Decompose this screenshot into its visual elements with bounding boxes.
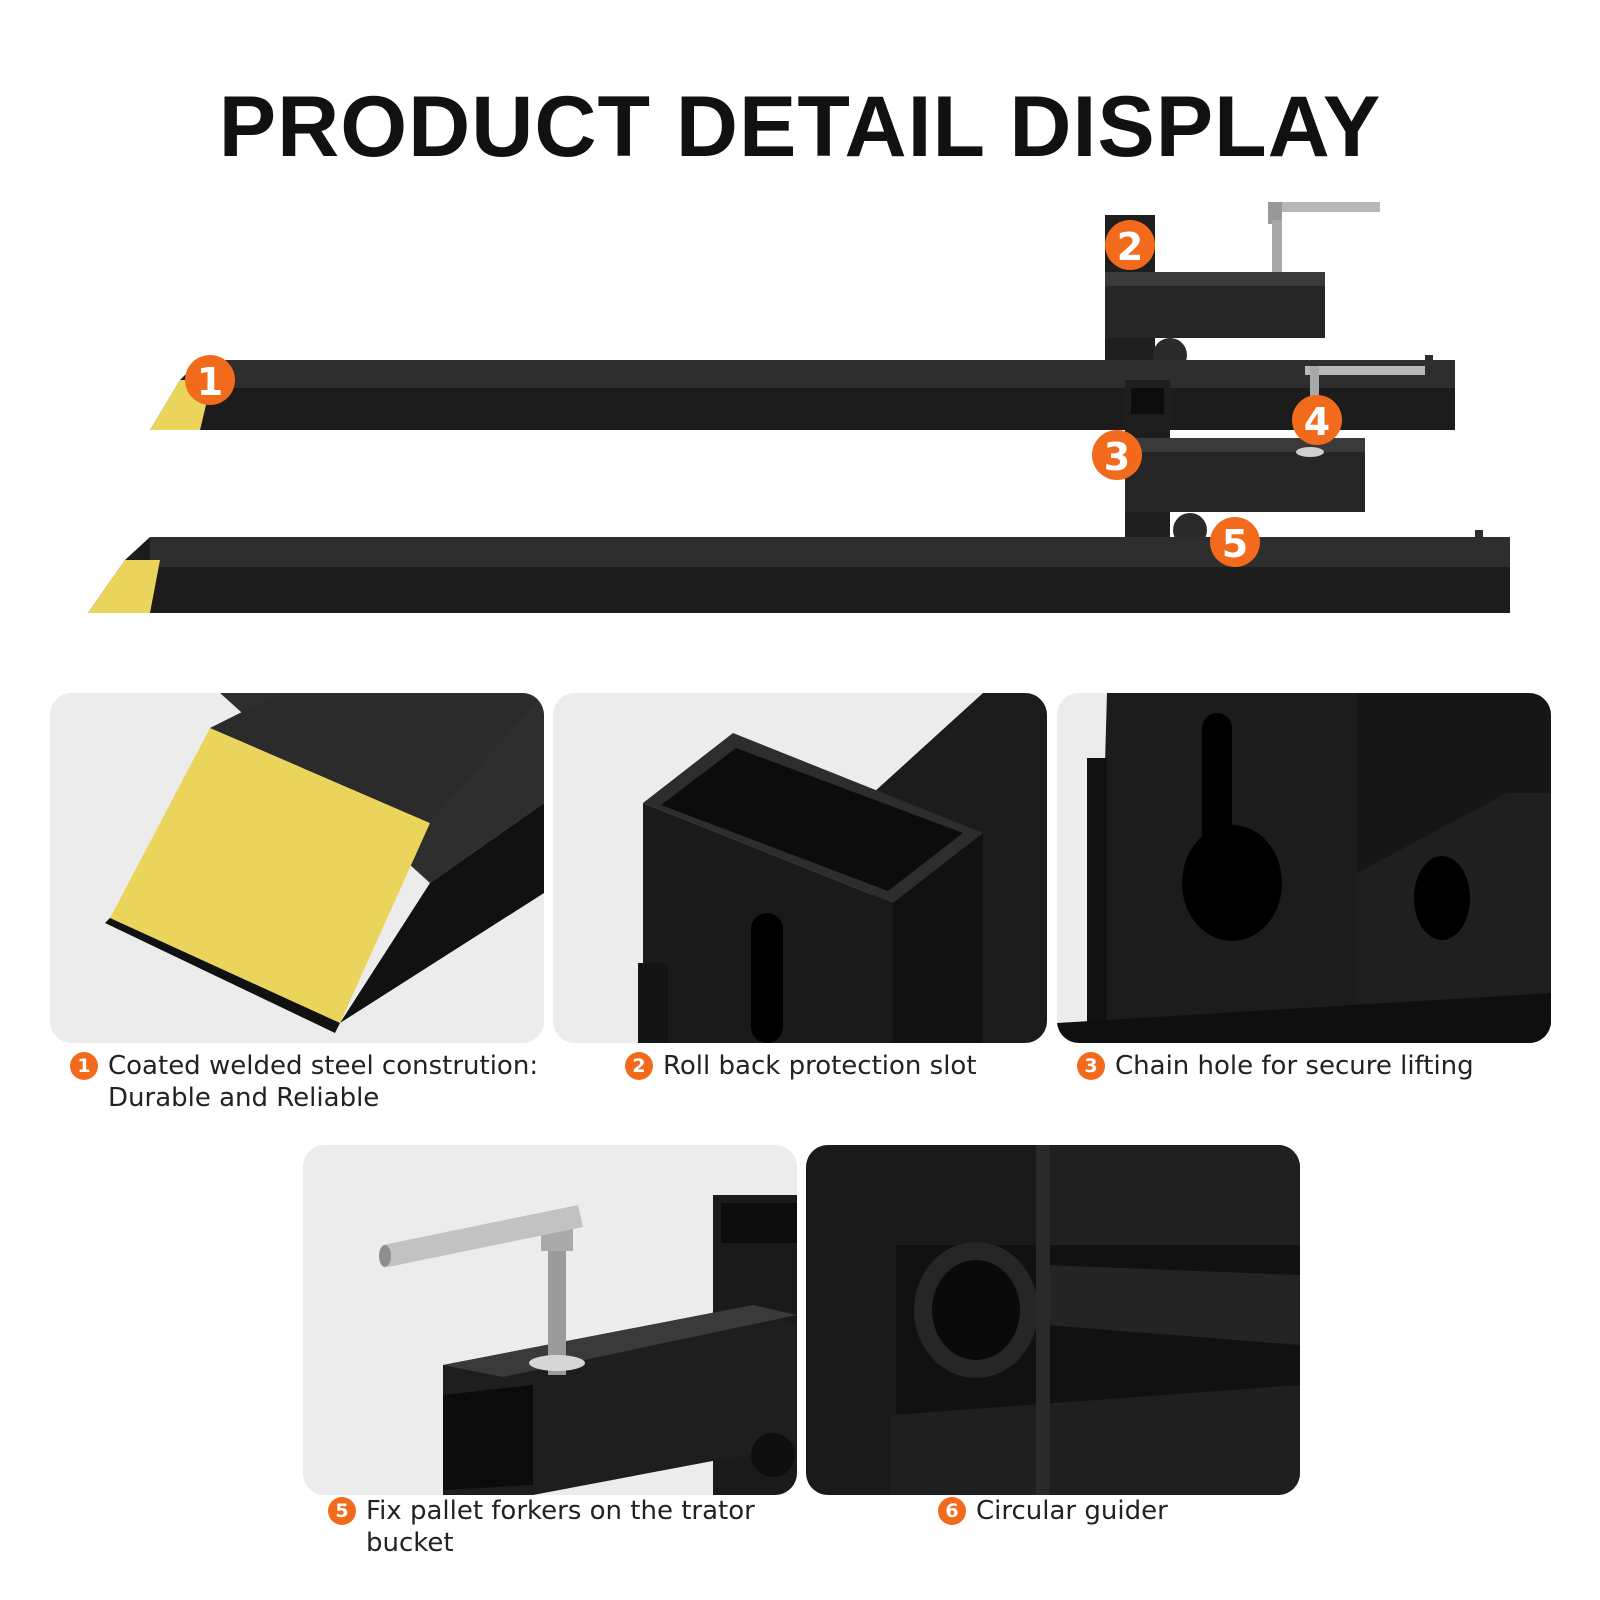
svg-text:5: 5	[1222, 522, 1248, 566]
hero-marker-4: 4	[1292, 395, 1342, 445]
caption-line: Circular guider	[976, 1496, 1168, 1526]
hero-marker-2: 2	[1105, 220, 1155, 270]
detail-caption-6: 6 Circular guider	[938, 1495, 1298, 1527]
caption-line: Coated welded steel constrution:	[108, 1051, 539, 1081]
number-badge: 6	[938, 1497, 966, 1525]
number-badge: 2	[625, 1052, 653, 1080]
hero-marker-5: 5	[1210, 517, 1260, 567]
detail-caption-5: 5 Fix pallet forkers on the trator bucke…	[328, 1495, 798, 1559]
detail-photo-t-handle-bolt	[303, 1145, 797, 1495]
detail-photo-chain-hole	[1057, 693, 1551, 1043]
front-fork	[88, 380, 1510, 613]
caption-line: bucket	[366, 1528, 454, 1558]
caption-line: Durable and Reliable	[108, 1083, 380, 1113]
detail-photo-slot	[553, 693, 1047, 1043]
caption-line: Chain hole for secure lifting	[1115, 1051, 1474, 1081]
detail-caption-2: 2 Roll back protection slot	[625, 1050, 1045, 1082]
caption-line: Roll back protection slot	[663, 1051, 977, 1081]
number-badge: 3	[1077, 1052, 1105, 1080]
hero-marker-3: 3	[1092, 430, 1142, 480]
number-badge: 1	[70, 1052, 98, 1080]
caption-line: Fix pallet forkers on the trator	[366, 1496, 755, 1526]
detail-photo-circular-guider	[806, 1145, 1300, 1495]
detail-caption-3: 3 Chain hole for secure lifting	[1077, 1050, 1537, 1082]
svg-text:2: 2	[1117, 225, 1143, 269]
detail-photo-coated-tip	[50, 693, 544, 1043]
back-fork	[150, 202, 1455, 430]
svg-text:1: 1	[197, 360, 223, 404]
page-title: PRODUCT DETAIL DISPLAY	[218, 79, 1382, 175]
pallet-forks-illustration: 1 2 3 4 5	[0, 190, 1600, 650]
hero-marker-1: 1	[185, 355, 235, 405]
svg-text:3: 3	[1104, 435, 1130, 479]
detail-caption-1: 1 Coated welded steel constrution: Durab…	[70, 1050, 540, 1114]
svg-text:4: 4	[1304, 400, 1330, 444]
number-badge: 5	[328, 1497, 356, 1525]
